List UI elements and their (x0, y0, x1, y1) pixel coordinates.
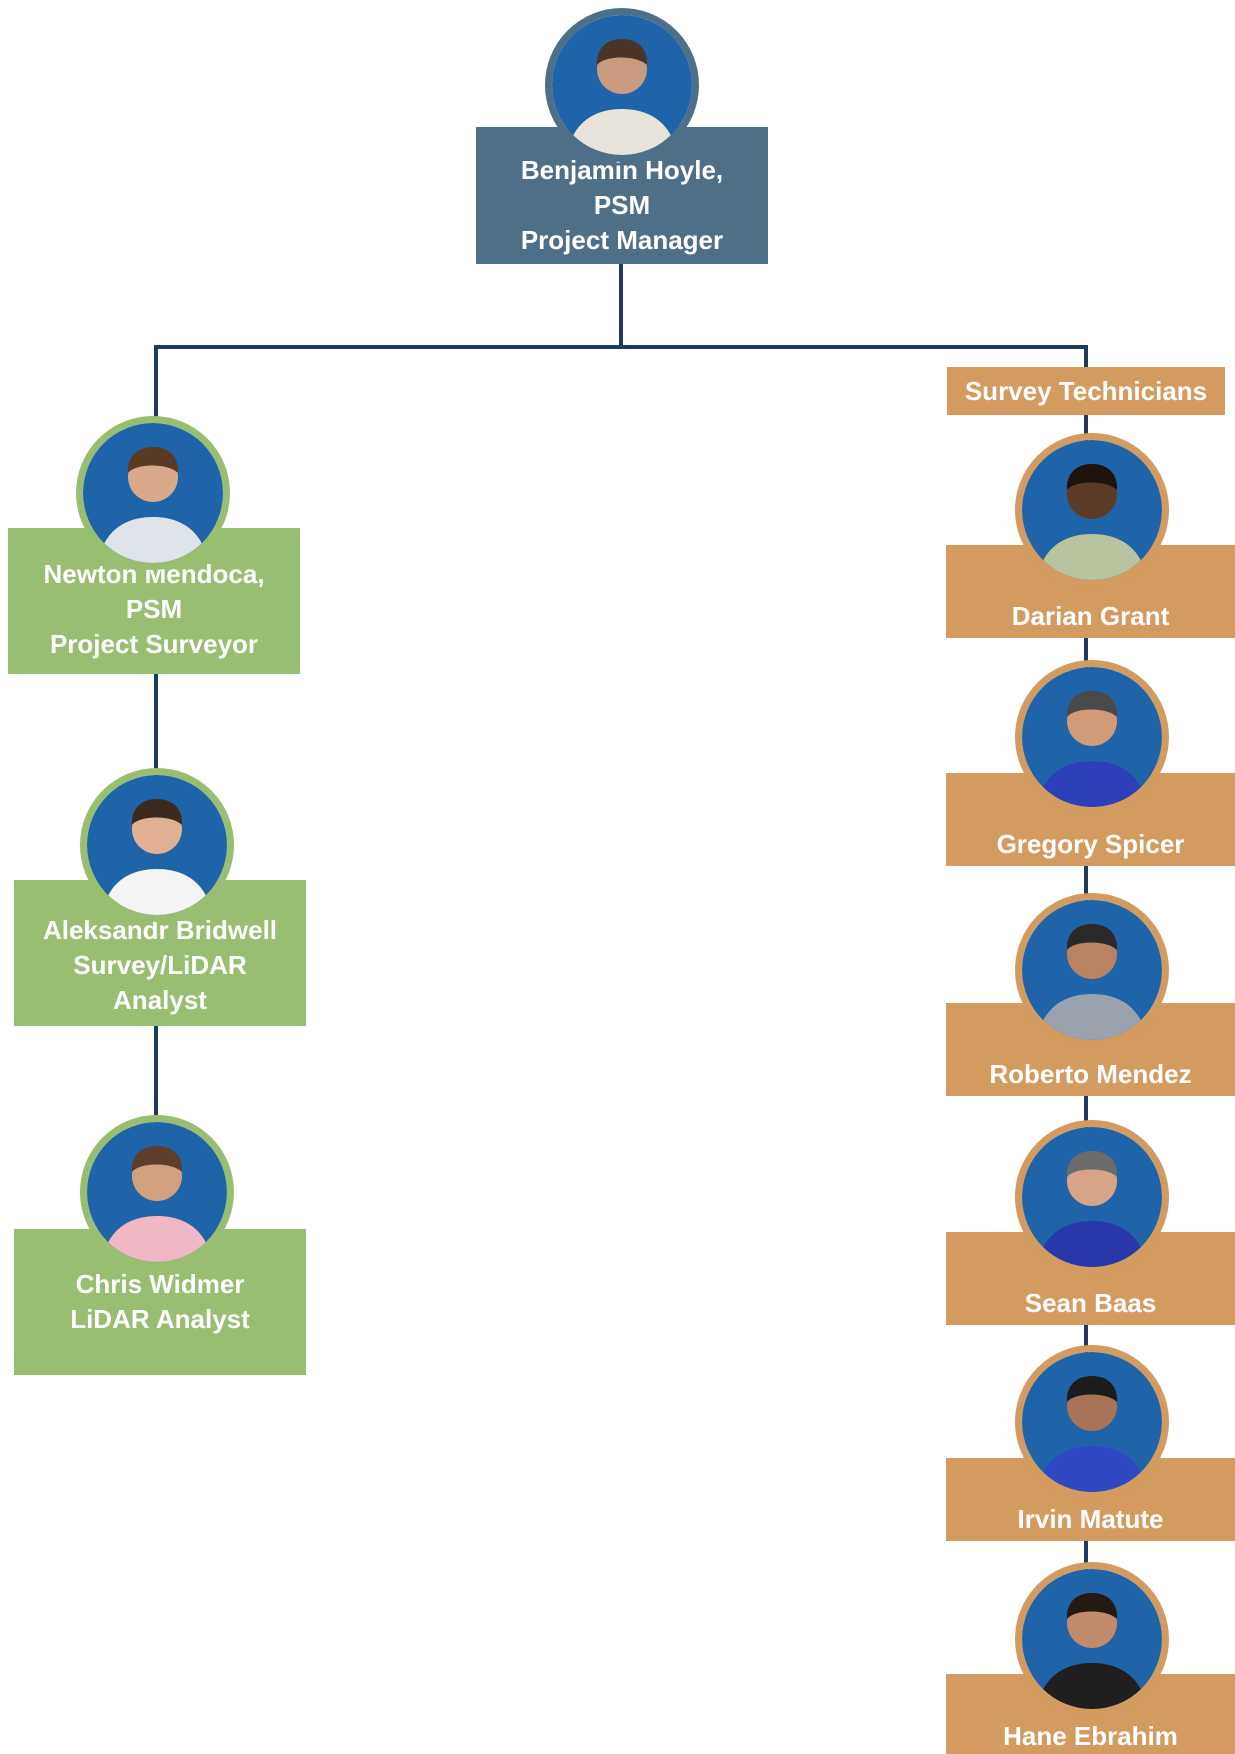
connector-right-branch (1084, 345, 1088, 367)
connector-left-branch (154, 345, 158, 420)
member-name: Chris Widmer (75, 1269, 245, 1299)
person-icon (1022, 1127, 1162, 1267)
avatar-photo (1015, 1562, 1169, 1716)
avatar-photo (80, 768, 234, 922)
surveyor-card: Aleksandr Bridwell Survey/LiDAR Analyst (14, 880, 306, 1026)
member-role: Project Surveyor (49, 629, 259, 659)
member-name: Sean Baas (1024, 1288, 1157, 1318)
technicians-heading: Survey Technicians (947, 367, 1225, 415)
avatar-photo (1015, 660, 1169, 814)
connector-horizontal (154, 345, 1088, 349)
avatar-photo (1015, 1120, 1169, 1274)
person-icon (83, 423, 223, 563)
member-name: Hane Ebrahim (1003, 1721, 1178, 1751)
member-role: Analyst (113, 985, 207, 1015)
manager-role: Project Manager (520, 225, 724, 255)
person-icon (1022, 1352, 1162, 1492)
member-role: Survey/LiDAR (73, 950, 247, 980)
member-credential: PSM (125, 594, 183, 624)
avatar-photo (1015, 433, 1169, 587)
person-icon (1022, 440, 1162, 580)
manager-credential: PSM (593, 190, 651, 220)
avatar-photo (545, 8, 699, 162)
person-icon (1022, 900, 1162, 1040)
person-icon (1022, 1569, 1162, 1709)
connector-manager-down (619, 264, 623, 349)
person-icon (87, 775, 227, 915)
avatar-photo (76, 416, 230, 570)
member-role: LiDAR Analyst (70, 1304, 250, 1334)
person-icon (552, 15, 692, 155)
manager-card: Benjamin Hoyle, PSM Project Manager (476, 127, 768, 264)
surveyor-card: Newton Mendoca, PSM Project Surveyor (8, 528, 300, 674)
member-name: Darian Grant (1011, 601, 1170, 631)
member-name: Gregory Spicer (996, 829, 1185, 859)
avatar-photo (1015, 1345, 1169, 1499)
member-name: Roberto Mendez (989, 1059, 1192, 1089)
avatar-photo (80, 1115, 234, 1269)
avatar-photo (1015, 893, 1169, 1047)
person-icon (87, 1122, 227, 1262)
person-icon (1022, 667, 1162, 807)
member-name: Irvin Matute (1017, 1504, 1164, 1534)
